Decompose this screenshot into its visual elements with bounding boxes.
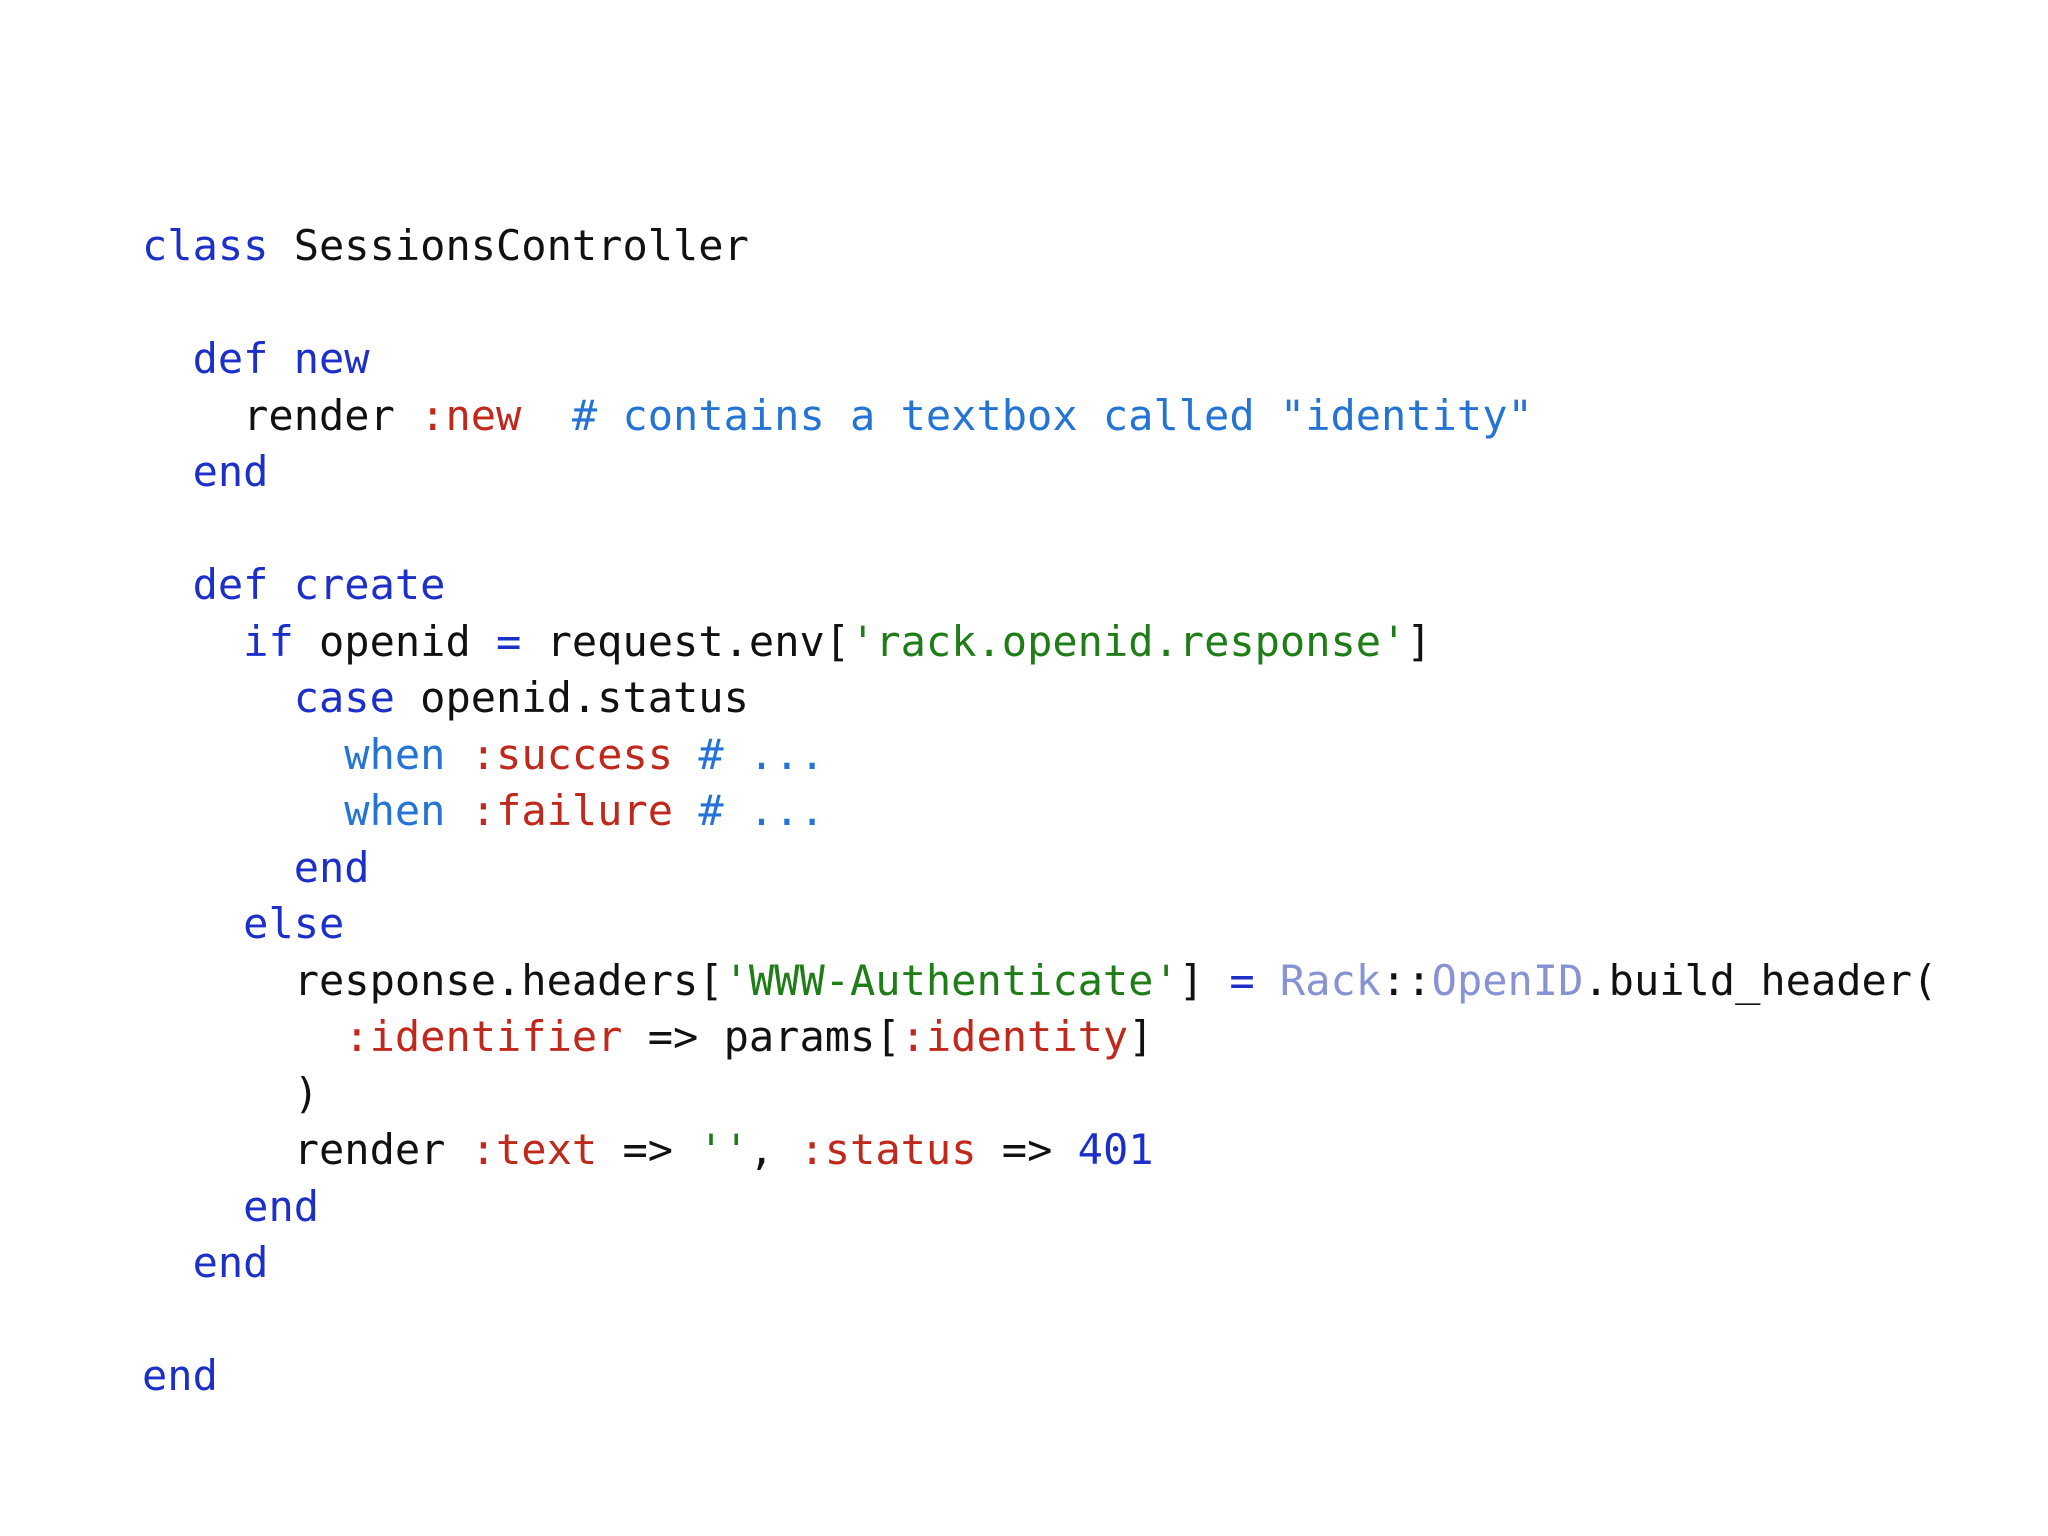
text-token: request.env[ [521, 616, 851, 666]
keyword-token: if [243, 616, 294, 666]
keyword-token: def create [192, 560, 446, 609]
code-line: when :success # ... [142, 727, 1937, 784]
code-line: end [142, 1179, 1937, 1236]
text-token: => params[ [622, 1012, 901, 1061]
keyword-token: end [192, 1238, 269, 1287]
code-line: end [142, 1348, 1937, 1405]
string-token: '' [698, 1125, 749, 1174]
comment-token: when [344, 729, 446, 779]
keyword-token: end [293, 842, 370, 892]
text-token [142, 673, 294, 722]
text-token: .build_header( [1583, 955, 1938, 1005]
code-line [142, 501, 1937, 558]
text-token: openid [293, 616, 497, 666]
code-block: class SessionsController def new render … [142, 218, 1937, 1405]
text-token [142, 1238, 193, 1287]
text-token: SessionsController [268, 221, 749, 270]
text-token: response.headers[ [142, 955, 724, 1005]
text-token [142, 843, 294, 892]
text-token: => [976, 1125, 1078, 1174]
text-token: :: [1381, 955, 1432, 1005]
constant-token: Rack [1279, 955, 1382, 1005]
symbol-token: :text [470, 1125, 598, 1174]
keyword-token: end [192, 447, 269, 496]
code-line: response.headers['WWW-Authenticate'] = R… [142, 953, 1938, 1010]
code-line: def new [142, 331, 1937, 388]
text-token: openid.status [394, 673, 749, 722]
symbol-token: :failure [470, 786, 674, 835]
symbol-token: :identity [900, 1012, 1129, 1061]
number-token: 401 [1077, 1125, 1154, 1174]
text-token [142, 786, 344, 835]
symbol-token: :success [470, 729, 674, 779]
constant-token: OpenID [1431, 955, 1584, 1005]
keyword-token: class [142, 221, 269, 270]
code-line [142, 275, 1937, 332]
text-token [142, 730, 344, 779]
code-line: end [142, 444, 1937, 501]
string-token: 'WWW-Authenticate' [723, 955, 1179, 1005]
text-token [445, 730, 470, 779]
text-token: ] [1406, 616, 1432, 666]
text-token: ] [1128, 1012, 1154, 1061]
comment-token: # ... [698, 786, 825, 835]
comment-token: # ... [698, 729, 825, 779]
text-token [142, 617, 243, 666]
symbol-token: :status [799, 1125, 977, 1174]
keyword-token: def new [192, 334, 370, 383]
text-token [142, 1012, 344, 1061]
text-token [142, 899, 243, 948]
comment-token: when [344, 786, 446, 835]
code-line: ) [142, 1066, 1937, 1123]
text-token: render [142, 1125, 471, 1174]
code-line: else [142, 896, 1937, 953]
keyword-token: = [496, 616, 522, 666]
code-line: end [142, 840, 1937, 897]
code-line: when :failure # ... [142, 783, 1937, 840]
symbol-token: :identifier [344, 1012, 623, 1061]
comment-token: # contains a textbox called "identity" [571, 390, 1533, 440]
text-token [142, 447, 193, 496]
text-token [445, 786, 470, 835]
string-token: 'rack.openid.response' [850, 616, 1407, 666]
code-line: :identifier => params[:identity] [142, 1009, 1937, 1066]
code-line: end [142, 1235, 1937, 1292]
text-token: ] [1178, 955, 1230, 1005]
code-line: case openid.status [142, 670, 1937, 727]
text-token [673, 786, 698, 835]
keyword-token: = [1229, 955, 1255, 1005]
text-token: ) [142, 1068, 320, 1118]
code-line: if openid = request.env['rack.openid.res… [142, 614, 1937, 671]
text-token [1255, 956, 1280, 1005]
text-token [142, 1182, 243, 1231]
keyword-token: else [243, 899, 345, 948]
keyword-token: end [142, 1351, 218, 1400]
keyword-token: case [293, 673, 395, 722]
text-token [142, 334, 193, 383]
code-line: class SessionsController [142, 218, 1937, 275]
symbol-token: :new [420, 390, 522, 440]
text-token [142, 560, 193, 609]
keyword-token: end [243, 1181, 320, 1231]
text-token [673, 730, 698, 779]
text-token [521, 391, 572, 440]
text-token: render [142, 390, 421, 440]
code-line: render :text => '', :status => 401 [142, 1122, 1937, 1179]
code-line: def create [142, 557, 1937, 614]
code-line [142, 1292, 1937, 1349]
text-token: => [597, 1125, 699, 1174]
code-line: render :new # contains a textbox called … [142, 388, 1937, 445]
text-token: , [748, 1125, 800, 1174]
